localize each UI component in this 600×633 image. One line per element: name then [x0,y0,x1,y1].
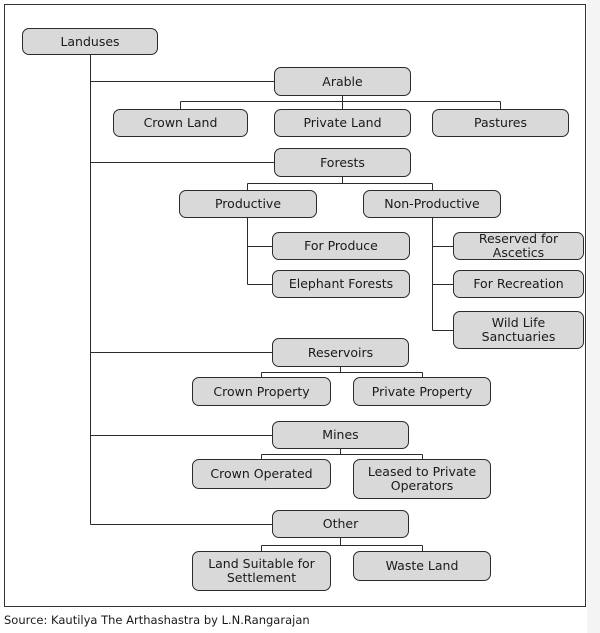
node-private-property: Private Property [353,377,491,406]
other-children-lines [261,538,423,551]
node-mines: Mines [272,421,409,449]
node-elephant-forests: Elephant Forests [272,270,410,298]
node-land-suitable-for-settlement: Land Suitable for Settlement [192,551,331,591]
forests-children-lines [247,177,433,190]
node-forests: Forests [274,148,411,177]
nonproductive-children-lines [432,218,453,331]
node-landuses: Landuses [22,28,158,55]
node-crown-property: Crown Property [192,377,331,406]
productive-children-lines [247,218,272,285]
node-crown-land: Crown Land [113,109,248,137]
node-for-produce: For Produce [272,232,410,260]
mines-children-lines [261,449,423,459]
page-edge-strip [587,0,600,633]
node-reservoirs: Reservoirs [272,338,409,367]
diagram-frame [4,4,586,607]
node-private-land: Private Land [274,109,411,137]
source-caption: Source: Kautilya The Arthashastra by L.N… [4,613,310,627]
node-other: Other [272,510,409,538]
node-for-recreation: For Recreation [453,270,584,298]
node-pastures: Pastures [432,109,569,137]
node-non-productive: Non-Productive [363,190,501,218]
node-waste-land: Waste Land [353,551,491,581]
node-arable: Arable [274,67,411,96]
node-reserved-for-ascetics: Reserved for Ascetics [453,232,584,260]
node-wild-life-sanctuaries: Wild Life Sanctuaries [453,311,584,349]
node-leased-to-private-operators: Leased to Private Operators [353,459,491,499]
reservoirs-children-lines [261,367,423,377]
node-productive: Productive [179,190,317,218]
arable-children-lines [180,96,501,109]
node-crown-operated: Crown Operated [192,459,331,489]
